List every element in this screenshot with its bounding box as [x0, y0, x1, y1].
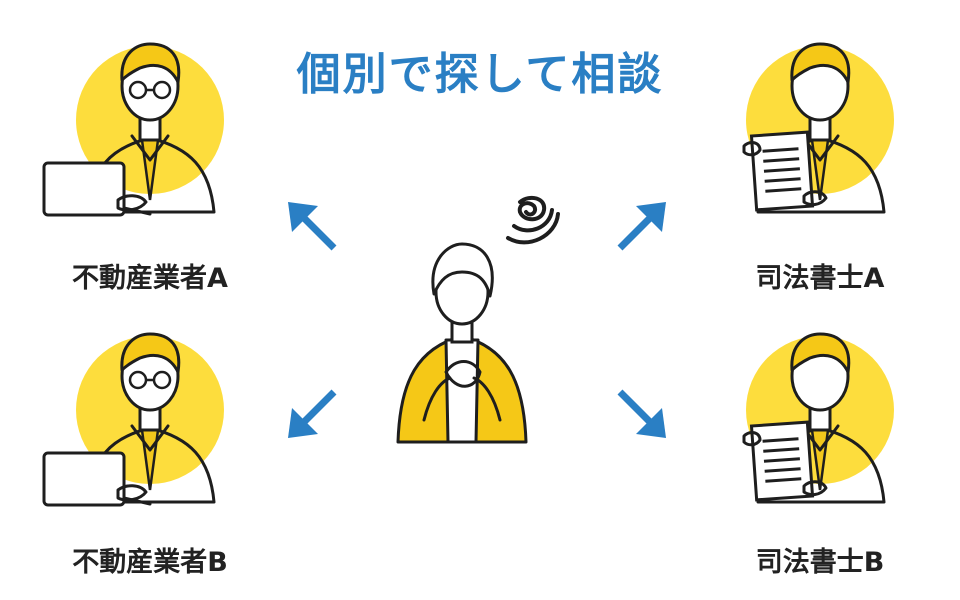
label-realtor-a: 不動産業者A: [72, 263, 228, 294]
arrow-up-right-icon: [620, 202, 666, 248]
label-realtor-b: 不動産業者B: [72, 547, 228, 578]
scrivener-b-illustration: [742, 332, 896, 504]
elderly-woman-illustration: [396, 242, 528, 444]
scrivener-a-illustration: [742, 42, 896, 214]
arrow-up-left-icon: [288, 202, 334, 248]
arrow-down-left-icon: [288, 392, 334, 438]
realtor-a-illustration: [42, 42, 226, 217]
realtor-b-illustration: [42, 332, 226, 507]
swirl-icon: [506, 195, 560, 245]
label-scrivener-a: 司法書士A: [755, 263, 885, 294]
page-title: 個別で探して相談: [296, 49, 664, 100]
arrow-down-right-icon: [620, 392, 666, 438]
label-scrivener-b: 司法書士B: [755, 547, 885, 578]
